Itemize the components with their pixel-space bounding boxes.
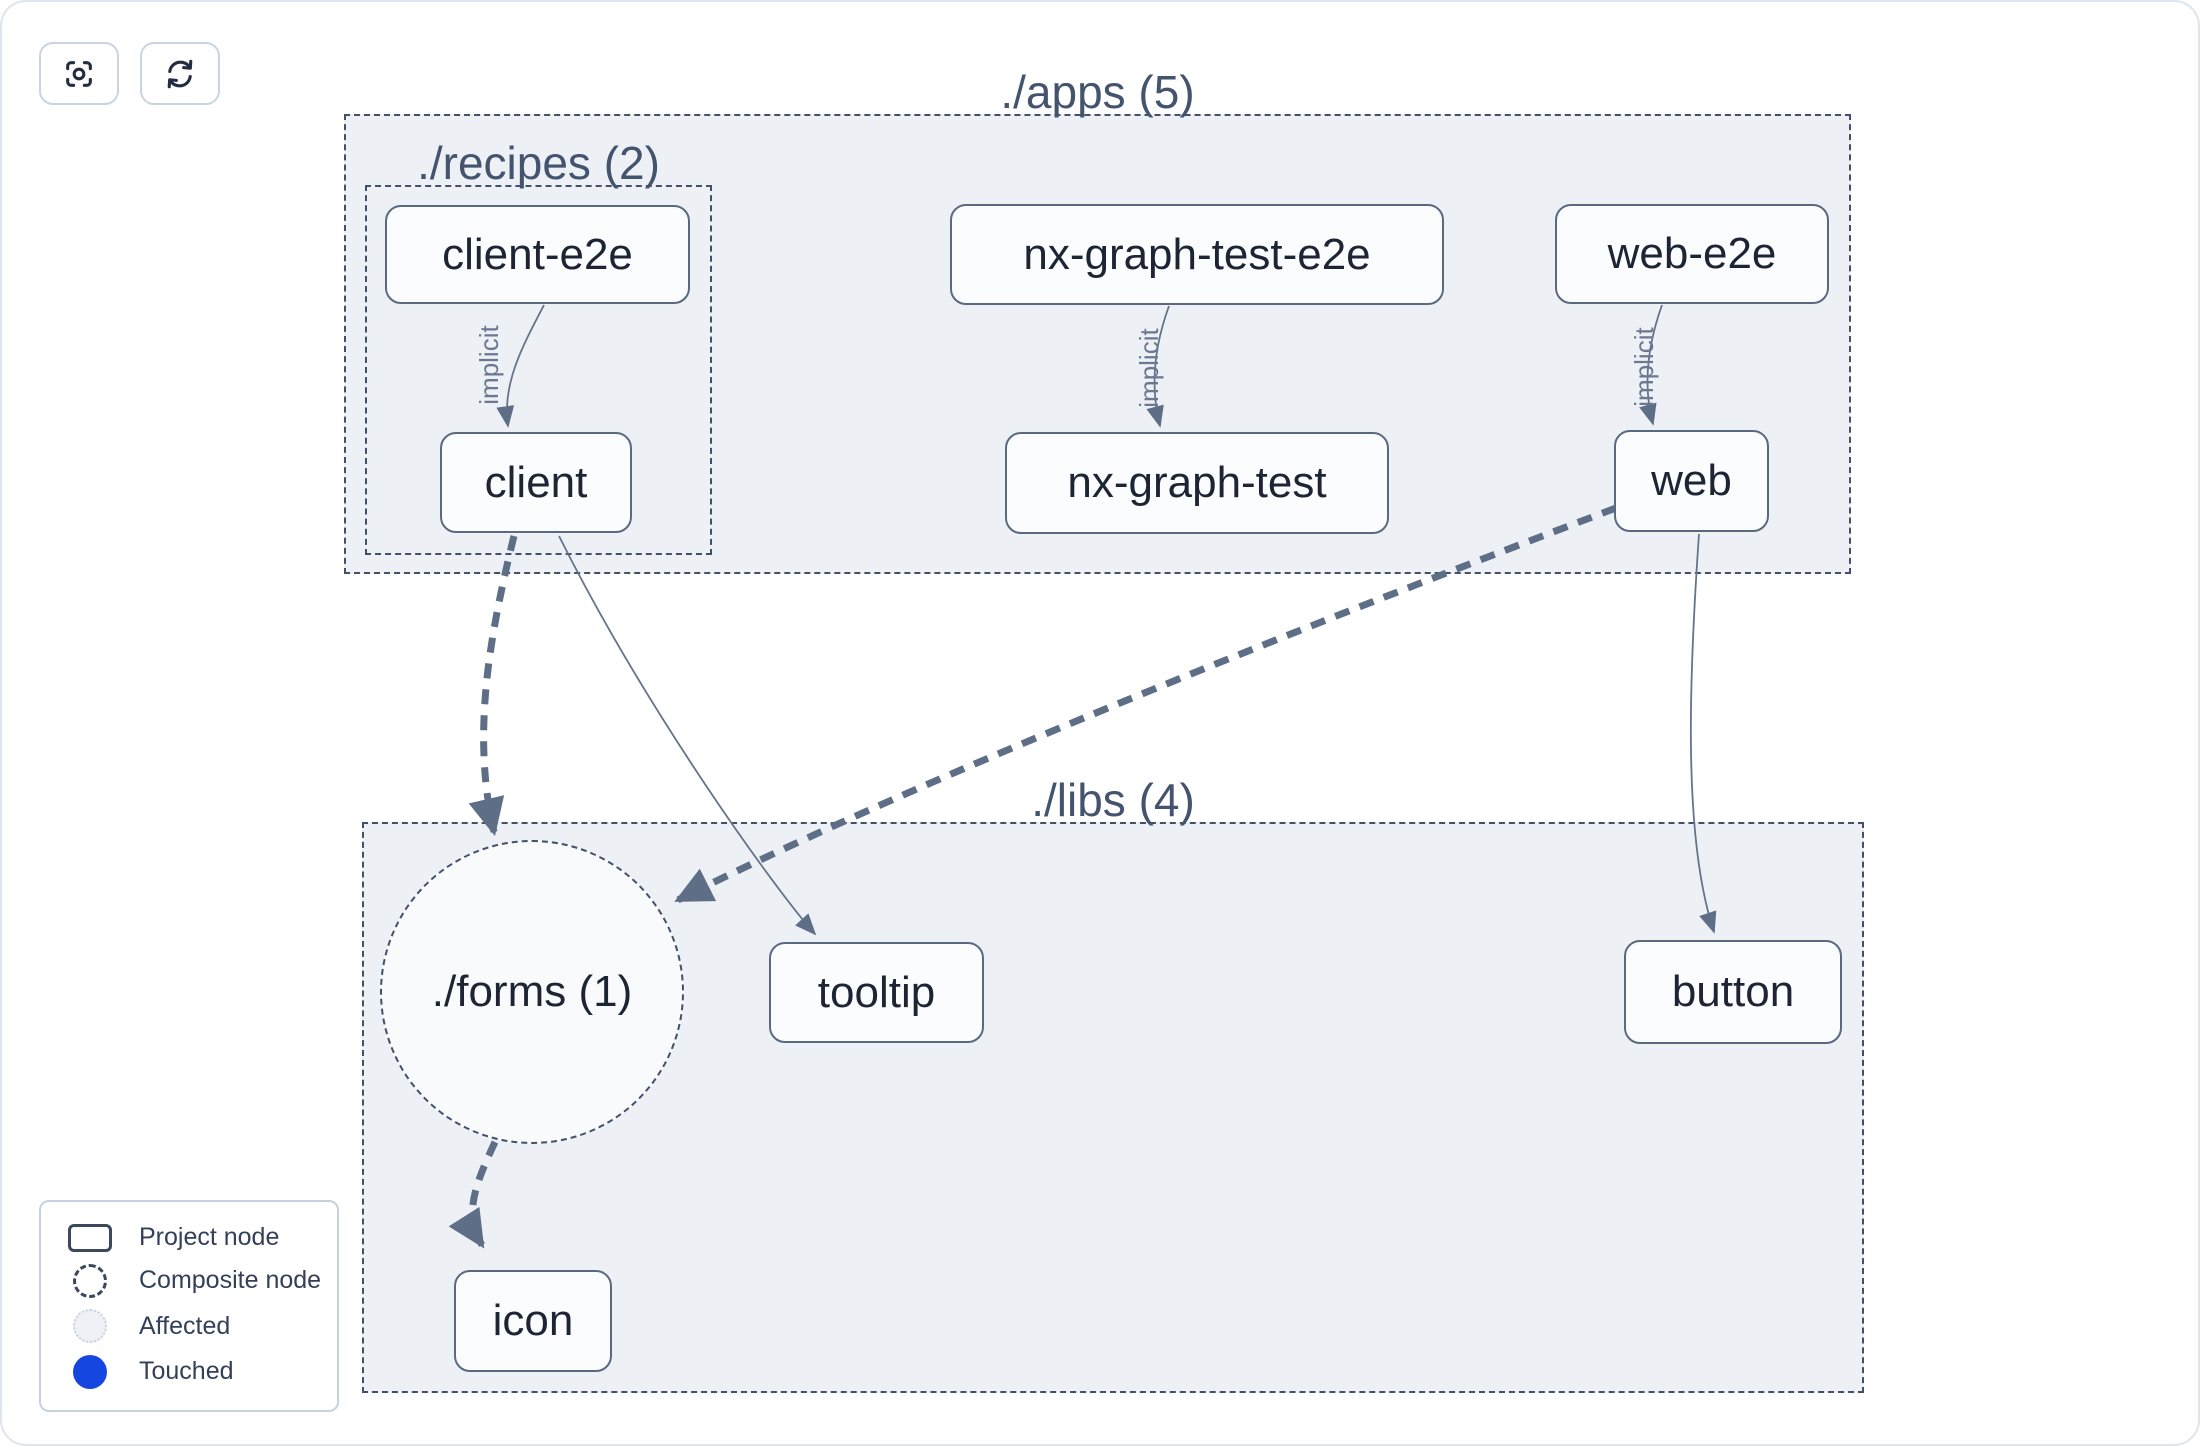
node-button-label: button bbox=[1671, 967, 1795, 1016]
node-web[interactable]: web bbox=[1614, 430, 1769, 532]
affected-swatch bbox=[73, 1309, 107, 1344]
composite-node-forms[interactable]: ./forms (1) bbox=[380, 840, 684, 1144]
node-nx-graph-test-label: nx-graph-test bbox=[1067, 458, 1327, 507]
focus-button[interactable] bbox=[39, 42, 119, 105]
node-tooltip[interactable]: tooltip bbox=[769, 942, 984, 1043]
node-client[interactable]: client bbox=[440, 432, 632, 533]
node-client-e2e[interactable]: client-e2e bbox=[385, 205, 690, 304]
node-client-e2e-label: client-e2e bbox=[442, 229, 633, 279]
node-icon[interactable]: icon bbox=[454, 1270, 612, 1372]
touched-swatch bbox=[73, 1354, 107, 1389]
legend-item-affected: Affected bbox=[65, 1309, 327, 1344]
group-apps-label: ./apps (5) bbox=[1000, 66, 1195, 118]
node-web-e2e[interactable]: web-e2e bbox=[1555, 204, 1829, 304]
composite-node-swatch bbox=[73, 1263, 107, 1298]
scan-focus-icon bbox=[66, 60, 92, 87]
legend-label-project-node: Project node bbox=[139, 1223, 280, 1252]
group-recipes-label: ./recipes (2) bbox=[417, 137, 660, 189]
node-web-e2e-label: web-e2e bbox=[1607, 229, 1777, 278]
legend-item-project-node: Project node bbox=[65, 1223, 327, 1252]
node-web-label: web bbox=[1651, 456, 1732, 505]
legend-label-affected: Affected bbox=[139, 1311, 231, 1340]
legend-item-composite-node: Composite node bbox=[65, 1263, 327, 1298]
node-nx-graph-test-e2e-label: nx-graph-test-e2e bbox=[1023, 229, 1371, 279]
legend-label-composite-node: Composite node bbox=[139, 1266, 322, 1295]
composite-node-forms-label: ./forms (1) bbox=[431, 967, 633, 1016]
node-nx-graph-test[interactable]: nx-graph-test bbox=[1005, 432, 1389, 534]
refresh-icon bbox=[167, 59, 193, 88]
node-button[interactable]: button bbox=[1624, 940, 1842, 1044]
legend-label-touched: Touched bbox=[139, 1357, 234, 1386]
legend: Project node Composite node Affected Tou… bbox=[39, 1200, 339, 1412]
node-icon-label: icon bbox=[492, 1296, 574, 1345]
refresh-button[interactable] bbox=[140, 42, 220, 105]
node-nx-graph-test-e2e[interactable]: nx-graph-test-e2e bbox=[950, 204, 1444, 305]
legend-item-touched: Touched bbox=[65, 1354, 327, 1389]
project-node-swatch bbox=[68, 1223, 112, 1252]
group-libs-label: ./libs (4) bbox=[1031, 774, 1195, 826]
node-tooltip-label: tooltip bbox=[817, 967, 936, 1017]
node-client-label: client bbox=[484, 457, 588, 507]
